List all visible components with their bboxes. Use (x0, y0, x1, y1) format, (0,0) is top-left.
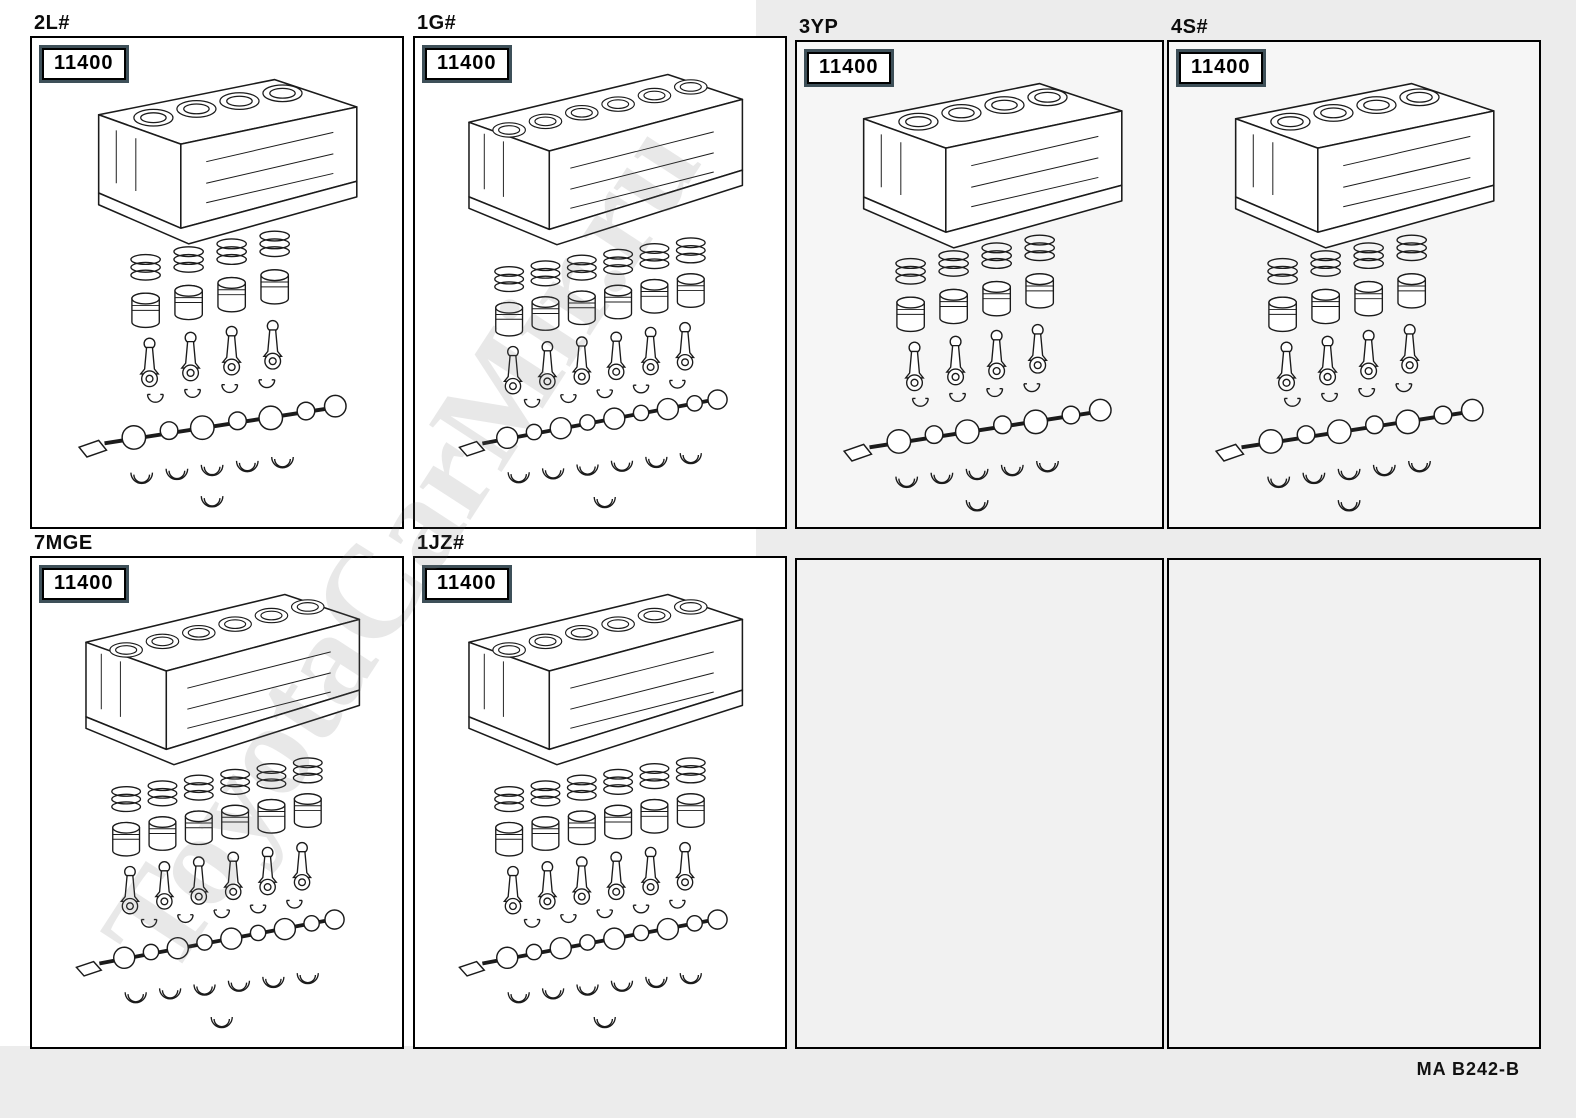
sheet-code: MA B242-B (1416, 1059, 1520, 1079)
panel-7mge: 7MGE 11400 (30, 532, 404, 1049)
part-number-callout[interactable]: 11400 (425, 568, 509, 600)
engine-code-label: 7MGE (34, 532, 93, 554)
short-block-illustration (805, 46, 1157, 524)
engine-code-label: 1JZ# (417, 532, 465, 554)
background-gray-bottom (0, 1046, 1576, 1118)
panel-2l: 2L# 11400 (30, 12, 404, 529)
part-number-callout[interactable]: 11400 (42, 48, 126, 80)
empty-panel (795, 558, 1164, 1049)
short-block-illustration (1177, 46, 1529, 524)
engine-code-label: 3YP (799, 16, 839, 38)
part-number-callout[interactable]: 11400 (425, 48, 509, 80)
part-number-callout[interactable]: 11400 (42, 568, 126, 600)
short-block-illustration (40, 42, 392, 520)
engine-code-label: 4S# (1171, 16, 1209, 38)
empty-panel (1167, 558, 1541, 1049)
short-block-illustration (40, 562, 392, 1040)
panel-3yp: 3YP 11400 (795, 16, 1164, 529)
part-number-callout[interactable]: 11400 (1179, 52, 1263, 84)
panel-1g: 1G# 11400 (413, 12, 787, 529)
panel-4s: 4S# 11400 (1167, 16, 1541, 529)
short-block-illustration (423, 562, 775, 1040)
part-number-callout[interactable]: 11400 (807, 52, 891, 84)
short-block-illustration (423, 42, 775, 520)
engine-code-label: 1G# (417, 12, 457, 34)
panel-1jz: 1JZ# 11400 (413, 532, 787, 1049)
engine-code-label: 2L# (34, 12, 70, 34)
